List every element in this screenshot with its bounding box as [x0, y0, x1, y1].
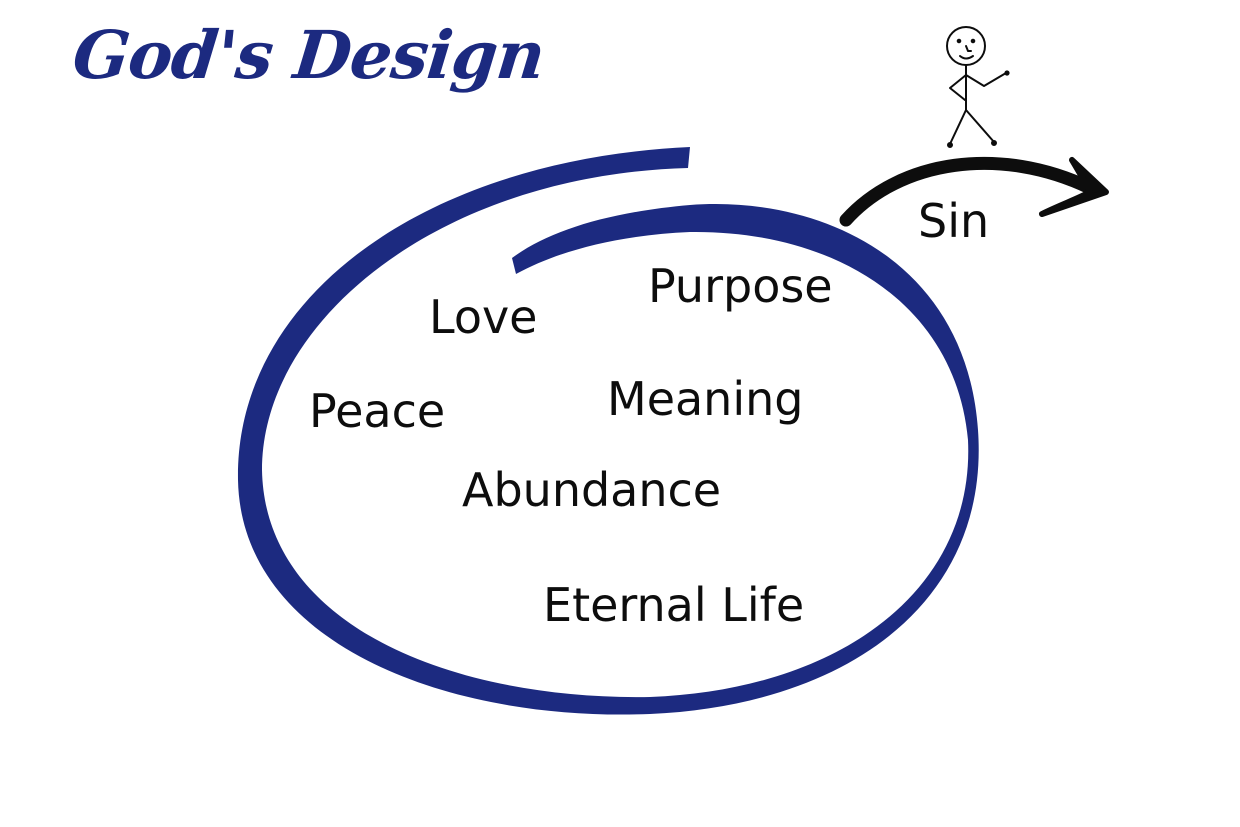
stick-figure-icon	[946, 26, 1010, 148]
label-eternal-life: Eternal Life	[543, 578, 805, 632]
label-purpose: Purpose	[648, 259, 833, 313]
label-sin: Sin	[918, 194, 990, 248]
label-abundance: Abundance	[462, 463, 722, 517]
label-love: Love	[429, 290, 538, 344]
label-peace: Peace	[309, 384, 446, 438]
label-meaning: Meaning	[607, 372, 804, 426]
diagram-title: God's Design	[69, 16, 549, 94]
curved-arrow-icon	[839, 156, 1109, 227]
